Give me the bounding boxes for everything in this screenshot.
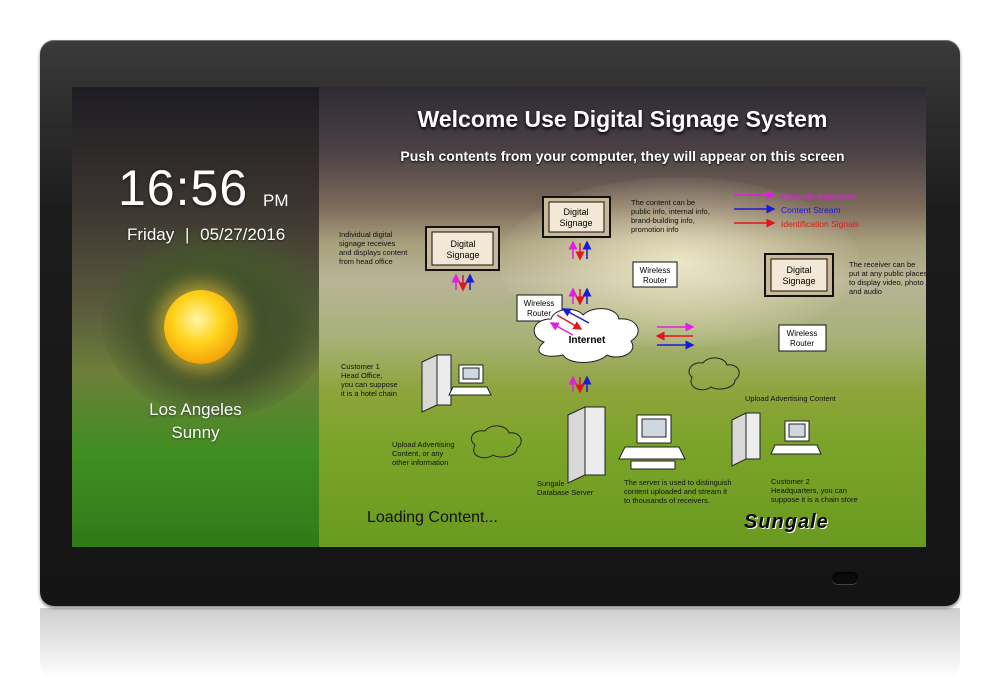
arrow [549, 322, 574, 336]
signage-subtitle: Push contents from your computer, they w… [400, 148, 845, 164]
clock-time: 16:56 [118, 160, 249, 216]
signage-label: Digital [563, 207, 588, 217]
note-top-signage: public info, internal info, [631, 207, 710, 216]
day-of-week: Friday [127, 225, 175, 244]
note-top-signage: The content can be [631, 198, 695, 207]
weather-city: Los Angeles [149, 400, 242, 419]
note-upload-left: other information [392, 458, 448, 467]
router-label: Wireless [640, 266, 671, 275]
signage-right: Digital Signage [764, 253, 834, 297]
note-right-signage: The receiver can be [849, 260, 915, 269]
note-upload-left: Content, or any [392, 449, 444, 458]
note-right-signage: put at any public places [849, 269, 926, 278]
note-right-signage: and audio [849, 287, 882, 296]
note-customer2: Customer 2 [771, 477, 810, 486]
note-right-signage: to display video, photo [849, 278, 924, 287]
date-separator: | [184, 225, 190, 244]
network-diagram: Receiver Response Content Stream Identif… [339, 190, 926, 505]
legend: Receiver Response Content Stream Identif… [734, 190, 859, 229]
note-top-signage: brand-building info, [631, 216, 695, 225]
note-customer1: Customer 1 [341, 362, 380, 371]
note-left-signage: and displays content [339, 248, 408, 257]
note-customer1: Head Office, [341, 371, 383, 380]
database-server [567, 406, 686, 484]
note-left-signage: signage receives [339, 239, 396, 248]
signage-title: Welcome Use Digital Signage System [417, 106, 828, 132]
router-top: Wireless Router [632, 261, 678, 288]
note-server: content uploaded and stream it [624, 487, 728, 496]
note-customer2: suppose it is a chain store [771, 495, 858, 504]
arrow [556, 314, 583, 330]
note-server: The server is used to distinguish [624, 478, 732, 487]
router-label: Router [643, 276, 667, 285]
power-button[interactable] [832, 572, 858, 584]
router-label: Wireless [524, 299, 555, 308]
sun-icon [164, 290, 238, 364]
weather-condition: Sunny [171, 423, 220, 442]
legend-receiver-response: Receiver Response [781, 191, 855, 201]
legend-content-stream: Content Stream [781, 205, 841, 215]
upload-cloud-left [470, 425, 522, 459]
signage-label: Signage [559, 218, 592, 228]
signage-label: Signage [446, 250, 479, 260]
signage-label: Digital [786, 265, 811, 275]
router-right: Wireless Router [778, 324, 827, 352]
note-customer1: you can suppose [341, 380, 398, 389]
internet-cloud: Internet [533, 308, 639, 363]
customer1-computer [421, 354, 492, 413]
note-left-signage: from head office [339, 257, 393, 266]
clock-date-line: Friday | 05/27/2016 [127, 225, 285, 245]
note-database: Database Server [537, 488, 594, 497]
note-upload-right: Upload Advertising Content [745, 394, 837, 403]
note-server: to thousands of receivers. [624, 496, 710, 505]
arrow [561, 308, 590, 324]
note-customer1: it is a hotel chain [341, 389, 397, 398]
router-label: Router [527, 309, 551, 318]
signage-left: Digital Signage [425, 226, 500, 271]
note-customer2: Headquarters, you can [771, 486, 847, 495]
router-left: Wireless Router [516, 294, 563, 322]
brand-logo: Sungale [744, 511, 829, 533]
note-database: Sungale [537, 479, 565, 488]
diagram-notes: Individual digital signage receives and … [339, 198, 926, 505]
router-label: Wireless [787, 329, 818, 338]
clock-weather-panel: 16:56 PM Friday | 05/27/2016 Los Angeles… [72, 87, 332, 547]
signage-content-area: Receiver Response Content Stream Identif… [319, 87, 926, 547]
note-left-signage: Individual digital [339, 230, 393, 239]
signage-label: Digital [450, 239, 475, 249]
signage-top: Digital Signage [542, 196, 611, 238]
bezel-reflection [40, 608, 960, 678]
signage-label: Signage [782, 276, 815, 286]
note-upload-left: Upload Advertising [392, 440, 455, 449]
upload-cloud-right [688, 357, 740, 391]
calendar-date: 05/27/2016 [200, 225, 286, 244]
customer2-computer [731, 412, 822, 467]
legend-identification-signals: Identification Signals [781, 219, 859, 229]
internet-label: Internet [569, 335, 606, 346]
loading-status: Loading Content... [367, 509, 498, 526]
router-label: Router [790, 339, 814, 348]
note-top-signage: promotion info [631, 225, 679, 234]
display-screen: 16:56 PM Friday | 05/27/2016 Los Angeles… [72, 87, 926, 547]
clock-ampm: PM [263, 191, 289, 210]
